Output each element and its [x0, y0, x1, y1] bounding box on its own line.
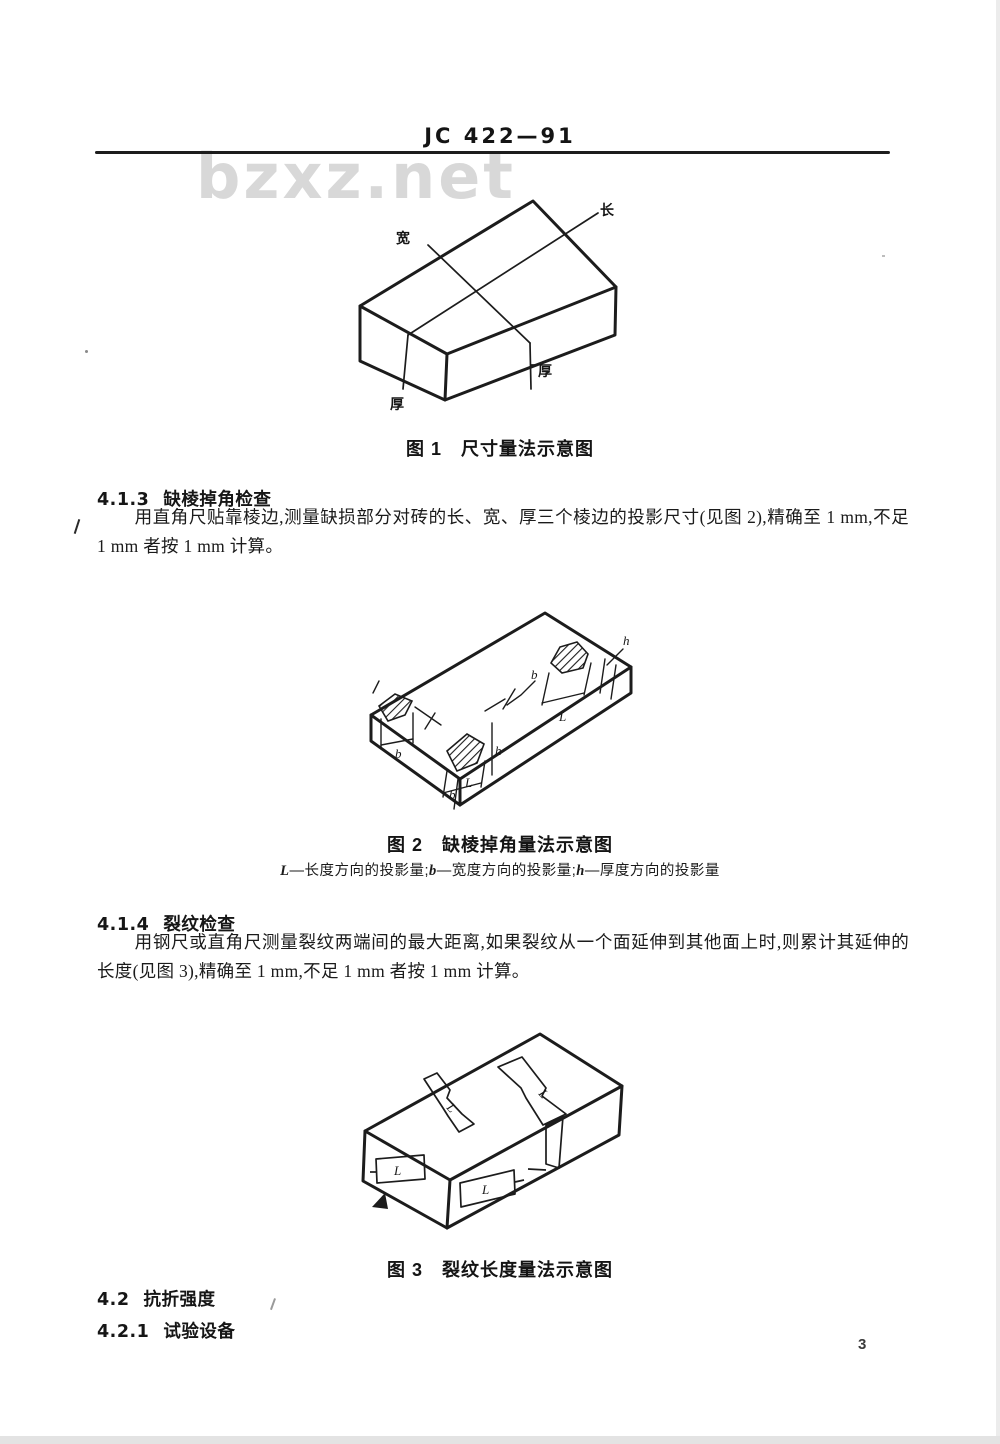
fig2-label-l-right: L — [558, 709, 566, 724]
fig2-label-h-right: h — [623, 633, 630, 648]
fig1-label-thickness-right: 厚 — [538, 363, 552, 379]
header-rule — [95, 151, 890, 154]
standard-code-header: JC 422—91 — [424, 124, 576, 148]
fig1-label-length: 长 — [600, 202, 615, 218]
fig2-label-h-mid: h — [495, 743, 502, 758]
section-4-1-3-body: 用直角尺贴靠棱边,测量缺损部分对砖的长、宽、厚三个棱边的投影尺寸(见图 2),精… — [97, 507, 909, 556]
fig1-label-width: 宽 — [396, 230, 410, 246]
section-4-2-1-heading: 4.2.1 试验设备 — [97, 1318, 235, 1343]
legend-symbol-b: b — [429, 863, 437, 879]
fig3-arrow-mark — [372, 1193, 388, 1209]
figure2-legend: L—长度方向的投影量;b—宽度方向的投影量;h—厚度方向的投影量 — [0, 859, 1000, 880]
fig3-label-l-leftface: L — [393, 1163, 401, 1178]
fig3-label-l-crack2: L — [535, 1085, 552, 1101]
stray-mark — [269, 1298, 276, 1310]
section-title: 缺棱掉角检查 — [163, 489, 272, 509]
legend-text-L: —长度方向的投影量; — [289, 863, 430, 879]
section-number: 4.1.3 — [97, 490, 150, 510]
stray-mark — [85, 350, 88, 353]
stray-mark — [73, 519, 81, 534]
fig2-label-b-right: b — [531, 667, 538, 682]
figure1-caption: 图 1 尺寸量法示意图 — [405, 439, 594, 459]
legend-text-h: —厚度方向的投影量 — [584, 863, 720, 879]
figure2-caption: 图 2 缺棱掉角量法示意图 — [386, 835, 613, 855]
section-4-1-4-body: 用钢尺或直角尺测量裂纹两端间的最大距离,如果裂纹从一个面延伸到其他面上时,则累计… — [97, 932, 909, 981]
fig2-label-b-bottom: b — [449, 787, 456, 802]
section-title: 试验设备 — [163, 1321, 236, 1341]
figure3-caption: 图 3 裂纹长度量法示意图 — [386, 1260, 613, 1280]
figure2-chip-measure-diagram: b h L b b L h — [369, 611, 633, 810]
section-4-1-4-heading: 4.1.4 裂纹检查 — [97, 911, 235, 936]
section-title: 裂纹检查 — [163, 914, 236, 934]
section-4-1-3-heading: 4.1.3 缺棱掉角检查 — [97, 486, 271, 511]
scan-edge-right — [996, 0, 1000, 1444]
section-number: 4.2.1 — [97, 1322, 150, 1342]
section-title: 抗折强度 — [143, 1289, 216, 1309]
legend-symbol-L: L — [280, 863, 290, 879]
section-number: 4.2 — [97, 1290, 130, 1310]
fig3-label-l-frontface: L — [481, 1182, 489, 1197]
fig2-label-l-mid: L — [464, 775, 472, 790]
figure1-brick-dimension-diagram: 长 宽 厚 厚 — [358, 199, 618, 412]
figure3-crack-measure-diagram: L L L L — [361, 1032, 624, 1230]
section-4-2-heading: 4.2 抗折强度 — [97, 1286, 216, 1311]
page-number: 3 — [858, 1336, 867, 1353]
legend-text-b: —宽度方向的投影量; — [436, 863, 577, 879]
fig2-label-b-left: b — [395, 746, 402, 761]
stray-mark — [882, 255, 885, 257]
watermark: bzxz.net — [196, 140, 516, 213]
scan-edge-bottom — [0, 1436, 1000, 1444]
fig1-label-thickness-left: 厚 — [390, 396, 404, 412]
section-number: 4.1.4 — [97, 915, 150, 935]
legend-symbol-h: h — [576, 863, 585, 879]
